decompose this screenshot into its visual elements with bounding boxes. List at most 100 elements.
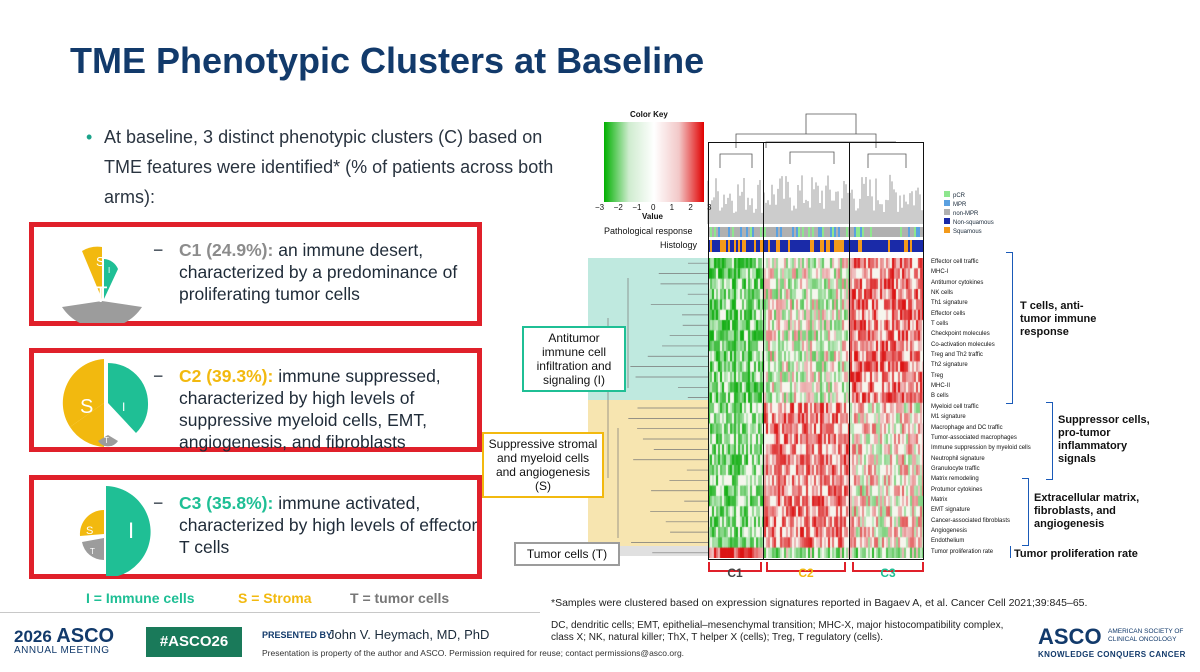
histology-cell <box>900 240 902 252</box>
histology-cell <box>740 240 742 252</box>
c2-pie-icon: S I T <box>62 359 149 447</box>
heatmap-row-label: MHC-II <box>931 383 950 390</box>
response-cell <box>728 227 730 237</box>
histology-cell <box>786 240 788 252</box>
response-cell <box>912 227 914 237</box>
bracket-suppressor <box>1046 402 1053 480</box>
response-cell <box>780 227 782 237</box>
heatmap-row-label: Antitumor cytokines <box>931 279 984 286</box>
response-cell <box>896 227 898 237</box>
histology-cell <box>818 240 820 252</box>
histology-cell <box>852 240 854 252</box>
heatmap-row-label: Co-activation molecules <box>931 341 995 348</box>
histology-cell <box>782 240 784 252</box>
response-cell <box>822 227 824 237</box>
histology-cell <box>774 240 776 252</box>
response-cell <box>850 227 852 237</box>
response-cell <box>836 227 838 237</box>
histology-cell <box>828 240 830 252</box>
response-cell <box>754 227 756 237</box>
response-cell <box>864 227 866 237</box>
histology-cell <box>880 240 882 252</box>
histology-cell <box>816 240 818 252</box>
property-notice: Presentation is property of the author a… <box>262 648 685 658</box>
presented-by-label: PRESENTED BY: <box>262 630 335 640</box>
c2-description: − C2 (39.3%): immune suppressed, charact… <box>153 366 441 452</box>
histology-cell <box>824 240 826 252</box>
histology-cell <box>850 240 852 252</box>
asco-meeting-logo: 2026 ASCO ANNUAL MEETING <box>14 625 114 656</box>
response-cell <box>892 227 894 237</box>
histology-cell <box>798 240 800 252</box>
histology-cell <box>716 240 718 252</box>
response-cell <box>910 227 912 237</box>
response-cell <box>842 227 844 237</box>
response-cell <box>720 227 722 237</box>
color-key-tick: 2 <box>688 203 693 212</box>
histology-cell <box>804 240 806 252</box>
response-cell <box>734 227 736 237</box>
heatmap-row-label: Treg <box>931 372 944 379</box>
heatmap-row-label: Neutrophil signature <box>931 455 985 462</box>
tumor-group-label: Tumor cells (T) <box>514 542 620 566</box>
histology-cell <box>898 240 900 252</box>
tumor-group-shade <box>588 546 708 556</box>
c3-pie-s: S <box>86 525 93 537</box>
histology-cell <box>788 240 790 252</box>
response-cell <box>920 227 922 237</box>
histology-cell <box>840 240 842 252</box>
c2-text: immune suppressed, characterized by high… <box>179 366 441 452</box>
response-cell <box>794 227 796 237</box>
response-cell <box>894 227 896 237</box>
histology-cell <box>834 240 836 252</box>
histology-cell <box>876 240 878 252</box>
response-cell <box>736 227 738 237</box>
c3-label: C3 (35.8%): <box>179 493 274 513</box>
histology-cell <box>748 240 750 252</box>
response-cell <box>778 227 780 237</box>
histology-cell <box>906 240 908 252</box>
c2-label: C2 (39.3%): <box>179 366 274 386</box>
asco-right-sub2: CLINICAL ONCOLOGY <box>1108 636 1177 643</box>
label-t-cells: T cells, anti-tumor immune response <box>1020 300 1097 338</box>
legend-swatch <box>944 227 950 233</box>
response-cell <box>792 227 794 237</box>
c3-pie-i: I <box>128 518 134 543</box>
response-cell <box>806 227 808 237</box>
histology-cell <box>920 240 922 252</box>
annotation-legend-item: Squamous <box>944 220 982 238</box>
response-cell <box>788 227 790 237</box>
histology-cell <box>830 240 832 252</box>
response-cell <box>714 227 716 237</box>
response-cell <box>898 227 900 237</box>
histology-cell <box>746 240 748 252</box>
histology-cell <box>778 240 780 252</box>
histology-cell <box>874 240 876 252</box>
histology-cell <box>860 240 862 252</box>
response-cell <box>900 227 902 237</box>
heatmap-row-label: Angiogenesis <box>931 527 968 534</box>
response-cell <box>870 227 872 237</box>
response-cell <box>742 227 744 237</box>
response-cell <box>922 227 924 237</box>
response-cell <box>904 227 906 237</box>
intro-bullet: • At baseline, 3 distinct phenotypic clu… <box>86 122 556 212</box>
c3-pie-t: T <box>90 547 95 556</box>
response-cell <box>816 227 818 237</box>
response-cell <box>800 227 802 237</box>
histology-cell <box>872 240 874 252</box>
color-key-tick: −2 <box>613 203 623 212</box>
heatmap-row-label: Immune suppression by myeloid cells <box>931 445 1031 452</box>
response-cell <box>782 227 784 237</box>
immune-group-label: Antitumor immune cell infiltration and s… <box>522 326 626 392</box>
response-cell <box>718 227 720 237</box>
response-cell <box>824 227 826 237</box>
col-label-c2: C2 <box>798 566 814 580</box>
c2-pie-i: I <box>122 400 125 414</box>
heatmap-row-label: Treg and Th2 traffic <box>931 352 983 359</box>
histology-cell <box>882 240 884 252</box>
response-cell <box>768 227 770 237</box>
stroma-group-label: Suppressive stromal and myeloid cells an… <box>482 432 604 498</box>
response-cell <box>914 227 916 237</box>
